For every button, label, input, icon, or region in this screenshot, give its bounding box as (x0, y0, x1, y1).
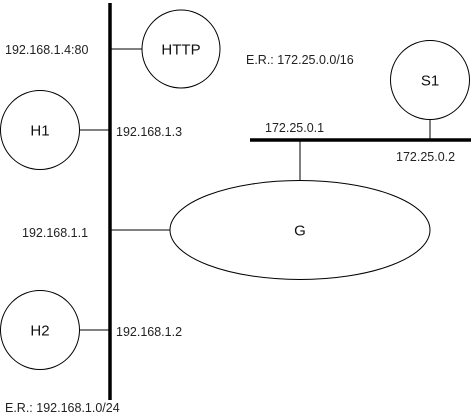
left-network-label: E.R.: 192.168.1.0/24 (5, 401, 120, 415)
h1-node[interactable]: H1 (0, 90, 80, 170)
s1-node[interactable]: S1 (390, 40, 470, 120)
h2-node-label: H2 (30, 323, 49, 340)
http-node-label: HTTP (161, 42, 200, 59)
s1-node-label: S1 (421, 73, 439, 90)
gateway-node[interactable]: G (169, 180, 431, 280)
gateway-node-label: G (294, 223, 306, 240)
s1-address-label: 172.25.0.2 (396, 150, 455, 164)
h1-node-label: H1 (30, 123, 49, 140)
h1-address-label: 192.168.1.3 (116, 125, 182, 139)
gateway-right-address-label: 172.25.0.1 (265, 121, 324, 135)
http-address-label: 192.168.1.4:80 (5, 43, 88, 57)
right-network-label: E.R.: 172.25.0.0/16 (246, 53, 354, 67)
http-node[interactable]: HTTP (141, 9, 221, 89)
gateway-left-address-label: 192.168.1.1 (22, 226, 88, 240)
h2-address-label: 192.168.1.2 (116, 325, 182, 339)
h2-node[interactable]: H2 (0, 290, 80, 370)
